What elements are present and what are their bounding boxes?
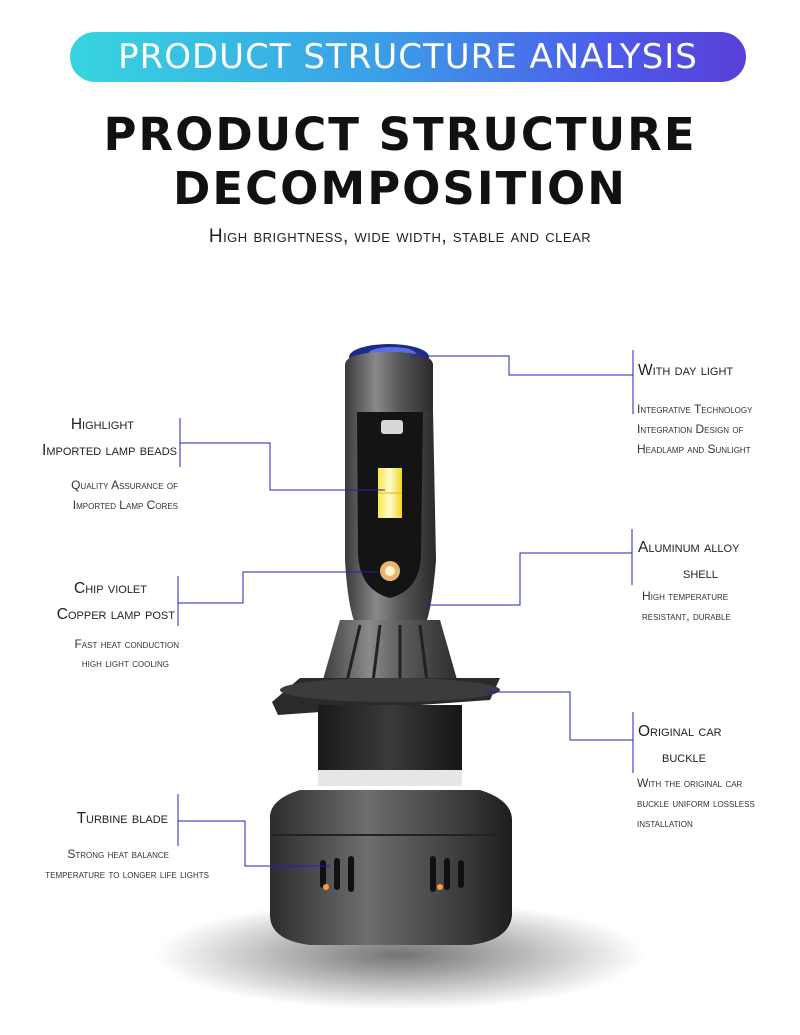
page-title-line1: PRODUCT STRUCTURE [103, 108, 697, 161]
chip-desc-line1: Fast heat conduction [74, 637, 179, 651]
upper-small-chip [381, 420, 403, 434]
aluminum-desc-line2: resistant, durable [642, 609, 731, 623]
page-title-line2: DECOMPOSITION [173, 162, 627, 215]
header-banner: PRODUCT STRUCTURE ANALYSIS [70, 32, 746, 82]
daylight-label: With day light [638, 362, 734, 379]
turbine-base [269, 790, 512, 945]
chip-label-line2: Copper lamp post [56, 606, 175, 623]
neck [318, 705, 462, 775]
aluminum-label-line2: shell [683, 565, 718, 582]
buckle-label-line2: buckle [662, 749, 707, 766]
highlight-label-line2: Imported lamp beads [42, 442, 177, 459]
buckle-desc-line1: With the original car [637, 776, 743, 790]
callout-lines [177, 350, 634, 867]
chip-label-line1: Chip violet [74, 580, 147, 597]
page-subtitle: High brightness, wide width, stable and … [208, 226, 592, 247]
highlight-desc-line2: Imported Lamp Cores [72, 498, 178, 512]
daylight-desc-line3: Headlamp and Sunlight [637, 442, 751, 456]
daylight-desc-line2: Integration Design of [637, 422, 744, 436]
aluminum-label-line1: Aluminum alloy [638, 539, 740, 556]
turbine-label: Turbine blade [76, 810, 168, 827]
turbine-desc-line2: temperature to longer life lights [45, 867, 209, 881]
highlight-desc-line1: Quality Assurance of [71, 478, 178, 492]
chip-desc-line2: high light cooling [81, 656, 169, 670]
buckle-label-line1: Original car [638, 723, 722, 740]
turbine-desc-line1: Strong heat balance [67, 847, 169, 861]
daylight-desc-line1: Integrative Technology [637, 402, 753, 416]
upper-shell [345, 352, 433, 420]
buckle-desc-line3: installation [637, 816, 693, 830]
highlight-label-line1: Highlight [70, 416, 134, 433]
buckle-desc-line2: buckle uniform lossless [637, 796, 755, 810]
aluminum-desc-line1: High temperature [642, 589, 729, 603]
neck-ring [318, 770, 462, 786]
